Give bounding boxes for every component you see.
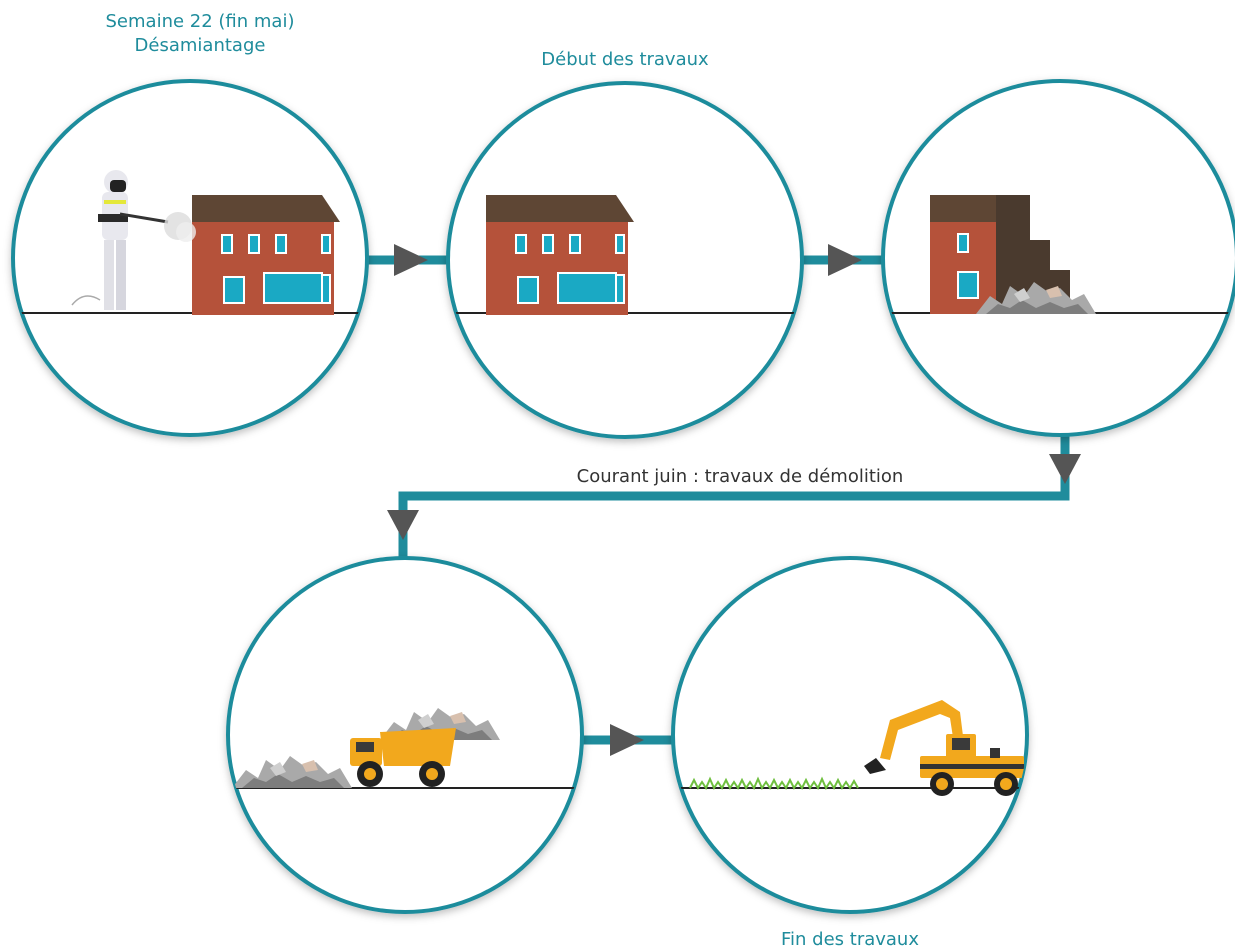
- step5-title: Fin des travaux: [780, 929, 919, 950]
- connector-label: Courant juin : travaux de démolition: [576, 466, 904, 487]
- step1-circle: [11, 79, 369, 437]
- step1-date: Semaine 22 (fin mai): [105, 11, 295, 32]
- step3-circle: [881, 79, 1235, 437]
- pressure-washer-icon: [119, 212, 196, 242]
- arrow-right-icon: [828, 244, 862, 276]
- step1-title: Semaine 22 (fin mai) Désamiantage: [100, 10, 300, 58]
- flow-arrows: [387, 244, 1081, 756]
- brick-building-icon: [191, 194, 341, 316]
- arrow-right-icon: [610, 724, 644, 756]
- arrow-down-icon: [1049, 454, 1081, 484]
- step2-circle: [446, 81, 804, 439]
- step1-phase: Désamiantage: [134, 35, 266, 56]
- partially-demolished-building-icon: [930, 195, 1070, 314]
- arrow-down-icon: [387, 510, 419, 540]
- worker-in-protective-suit-icon: [71, 170, 128, 310]
- brick-building-icon: [485, 194, 635, 316]
- arrow-right-icon: [394, 244, 428, 276]
- step4-circle: [226, 556, 584, 914]
- step5-circle: [671, 556, 1029, 914]
- dump-truck-icon: [350, 728, 456, 787]
- grass-icon: [689, 776, 859, 791]
- step2-title: Début des travaux: [541, 49, 709, 70]
